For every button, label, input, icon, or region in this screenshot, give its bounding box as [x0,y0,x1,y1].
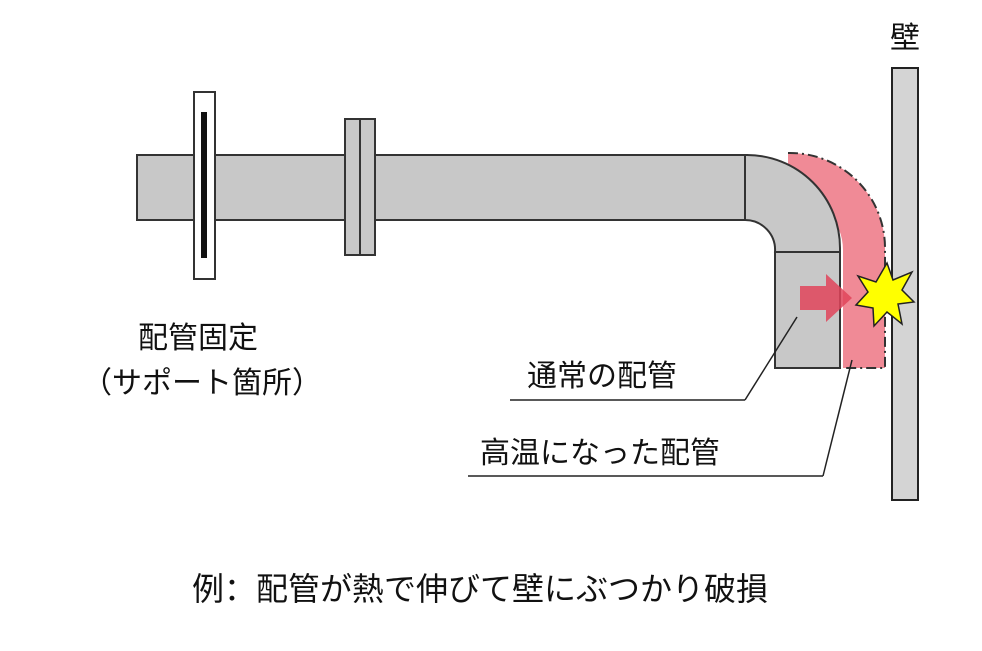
normal-pipe-label: 通常の配管 [527,359,677,394]
normal-pipe-leader [744,316,798,401]
arrow-right-icon [800,274,852,322]
normal-pipe-elbow [744,154,841,253]
caption: 例：配管が熱で伸びて壁にぶつかり破損 [192,570,768,608]
pipe-support-bar [201,112,207,258]
flange-right [359,118,376,256]
support-label-line1: 配管固定 [138,321,258,356]
hot-pipe [788,153,885,368]
hot-pipe-leader [822,359,853,477]
collision-burst-icon [854,261,916,328]
hot-pipe-label: 高温になった配管 [480,436,720,471]
flange-left [344,118,361,256]
normal-pipe-straight [136,154,748,221]
support-label-line2: （サポート箇所） [82,366,322,401]
wall-label: 壁 [890,21,920,56]
hot-pipe-outline [787,151,886,369]
